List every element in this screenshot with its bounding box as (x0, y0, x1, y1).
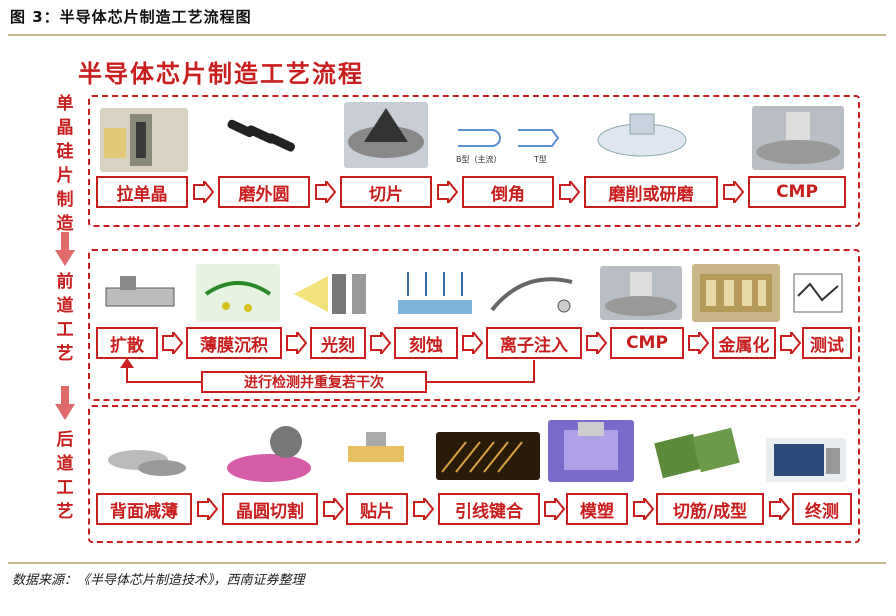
step-cmp-frontend: CMP (610, 327, 684, 359)
step-final-test: 终测 (792, 493, 852, 525)
loop-arrowhead-icon (120, 358, 134, 368)
stage-label-frontend: 前道工艺 (56, 272, 74, 364)
thumb-die-attach (342, 422, 410, 482)
flow-arrow-icon (315, 181, 336, 203)
flow-arrow-icon (286, 332, 307, 354)
thumb-testing (788, 266, 848, 320)
flow-arrow-icon (462, 332, 483, 354)
section-front-end-process (88, 249, 860, 401)
thumb-cmp-frontend (600, 266, 682, 320)
step-trim-form: 切筋/成型 (656, 493, 764, 525)
flow-arrow-icon (723, 181, 744, 203)
stage-label-wafer: 单晶硅片制造 (56, 94, 74, 234)
step-cmp-wafer: CMP (748, 176, 846, 208)
step-slicing: 切片 (340, 176, 432, 208)
flow-arrow-icon (162, 332, 183, 354)
step-grind-outer-circle: 磨外圆 (218, 176, 310, 208)
section-back-end-process (88, 405, 860, 543)
step-etching: 刻蚀 (394, 327, 458, 359)
flow-arrow-icon (370, 332, 391, 354)
step-pull-single-crystal: 拉单晶 (96, 176, 188, 208)
thumb-molding (548, 420, 634, 482)
thumb-grinding (594, 104, 690, 168)
step-chamfering: 倒角 (462, 176, 554, 208)
flow-arrow-icon (197, 498, 218, 520)
thumb-trim-form (648, 422, 748, 484)
thumb-metallization (692, 264, 780, 322)
step-ion-implantation: 离子注入 (486, 327, 582, 359)
flow-arrow-icon (586, 332, 607, 354)
thumb-wire-bonding (436, 432, 540, 480)
thumb-cmp-wafer (752, 106, 844, 170)
step-wafer-dicing: 晶圆切割 (222, 493, 318, 525)
thumb-lithography (288, 266, 380, 320)
top-rule (8, 34, 886, 36)
step-grinding-or-lapping: 磨削或研磨 (584, 176, 718, 208)
thumb-diffusion (98, 266, 182, 322)
loop-line-bottom (126, 381, 201, 383)
step-diffusion: 扩散 (96, 327, 158, 359)
thumb-wafer-dicing (222, 418, 316, 486)
flow-arrow-icon (688, 332, 709, 354)
thumb-thin-film (196, 264, 280, 322)
profile-label-b: B型（主流） (456, 155, 502, 164)
flow-arrow-icon (323, 498, 344, 520)
thumb-ground-ingots (222, 116, 302, 166)
section-wafer-manufacturing (88, 95, 860, 227)
flow-arrow-icon (633, 498, 654, 520)
source-note: 数据来源：《半导体芯片制造技术》，西南证券整理 (12, 573, 305, 588)
thumb-etching (392, 266, 478, 320)
stage-label-backend: 后道工艺 (56, 430, 74, 522)
step-molding: 模塑 (566, 493, 628, 525)
thumb-final-test (766, 438, 846, 482)
flow-arrow-icon (544, 498, 565, 520)
loop-line-left (126, 360, 128, 382)
flow-arrow-icon (437, 181, 458, 203)
repeat-label: 进行检测并重复若干次 (201, 371, 427, 393)
down-arrow-icon (55, 386, 75, 420)
thumb-back-thinning (98, 420, 194, 484)
flow-arrow-icon (559, 181, 580, 203)
diagram-title: 半导体芯片制造工艺流程 (78, 60, 364, 88)
step-back-thinning: 背面减薄 (96, 493, 192, 525)
step-wire-bonding: 引线键合 (438, 493, 540, 525)
flow-arrow-icon (780, 332, 801, 354)
thumb-wafer-slicing (344, 102, 428, 168)
step-lithography: 光刻 (310, 327, 366, 359)
loop-line-bottom-right (427, 381, 535, 383)
loop-line-right (533, 360, 535, 382)
step-thin-film-deposition: 薄膜沉积 (186, 327, 282, 359)
step-die-attach: 贴片 (346, 493, 408, 525)
flow-arrow-icon (413, 498, 434, 520)
step-metallization: 金属化 (712, 327, 776, 359)
thumb-ion-implantation (484, 266, 580, 320)
down-arrow-icon (55, 232, 75, 266)
thumb-crystal-puller (100, 108, 188, 172)
bottom-rule (8, 562, 886, 564)
flow-arrow-icon (193, 181, 214, 203)
thumb-edge-profile: B型（主流） T型 (452, 108, 568, 168)
figure-title: 图 3：半导体芯片制造工艺流程图 (10, 8, 252, 26)
step-testing: 测试 (802, 327, 852, 359)
flow-arrow-icon (769, 498, 790, 520)
profile-label-t: T型 (534, 155, 547, 164)
